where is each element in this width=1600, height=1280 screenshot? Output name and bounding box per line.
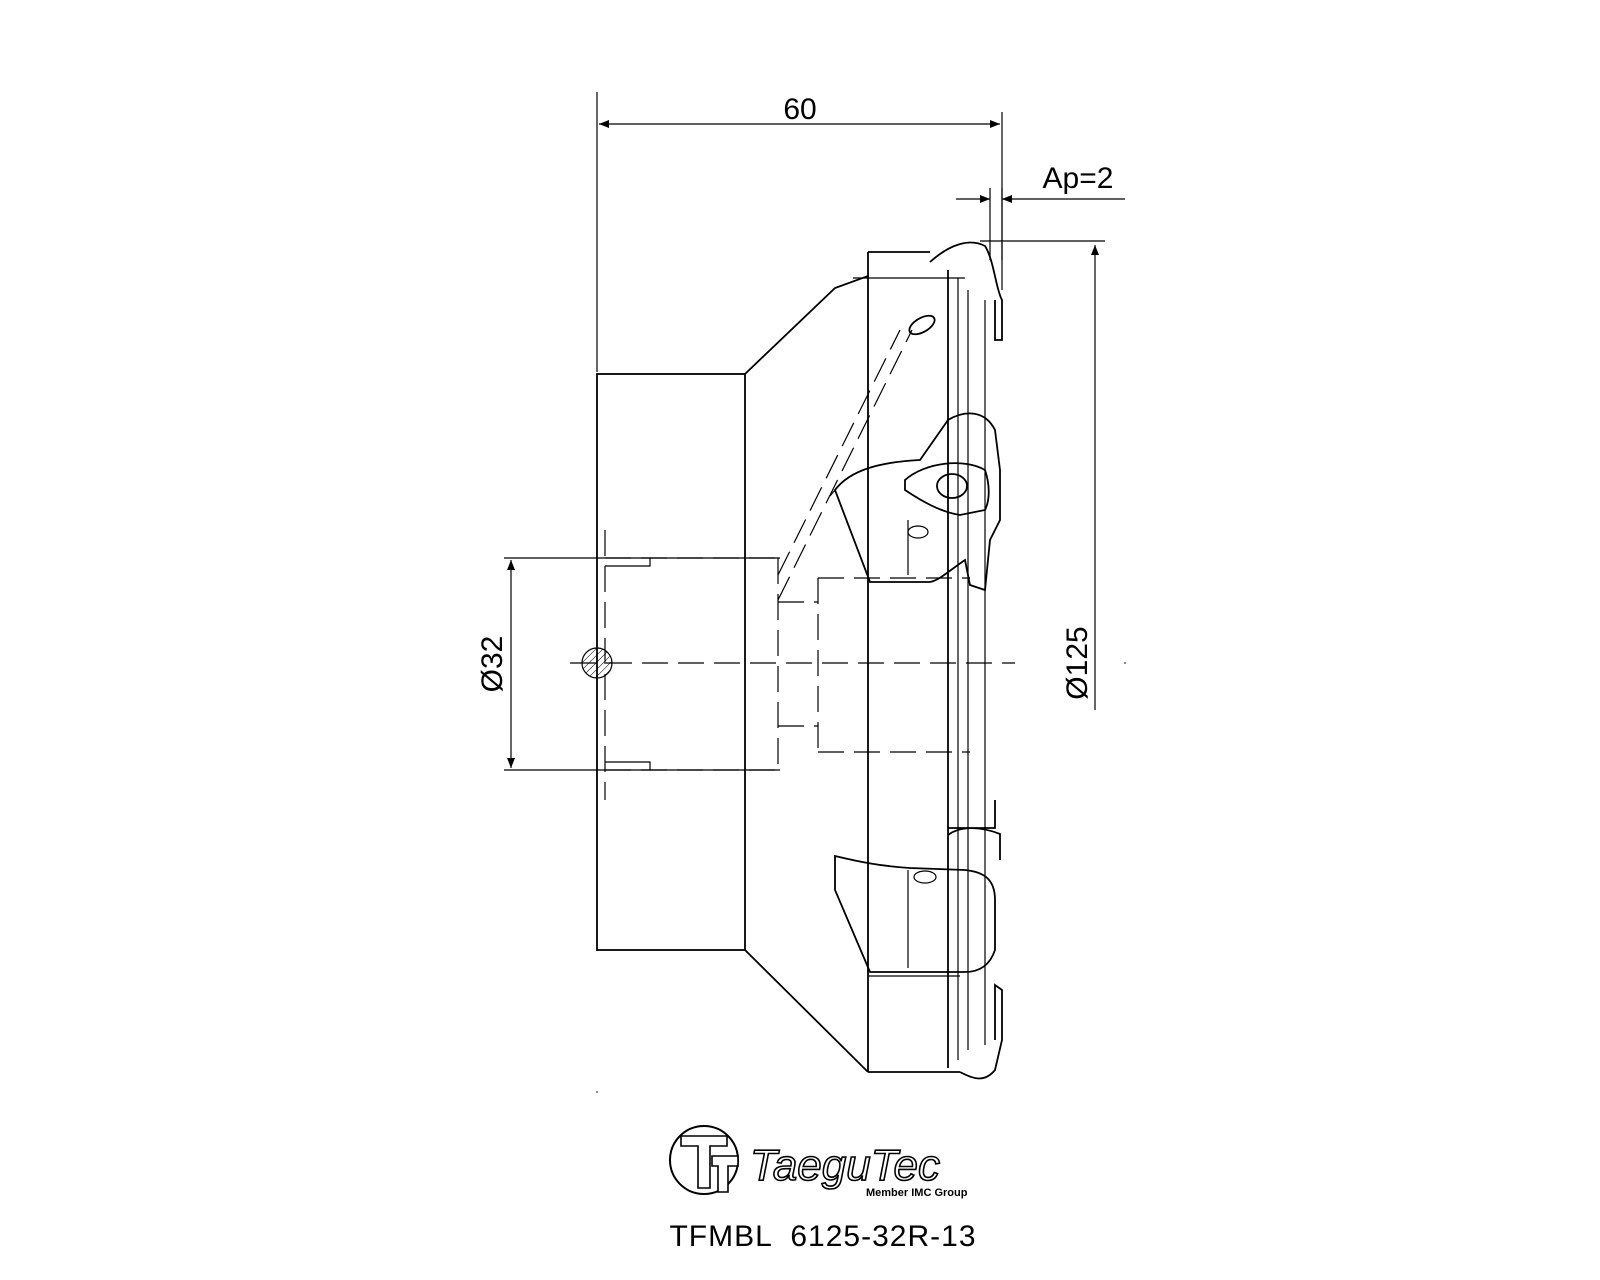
dimension-length: 60 xyxy=(596,92,1003,372)
pocket-tip-upper xyxy=(829,489,836,497)
shank xyxy=(596,373,746,951)
logo-t-mark-2 xyxy=(711,1155,739,1193)
body-taper-bottom xyxy=(744,949,869,1073)
dim-ap-label: Ap=2 xyxy=(1043,162,1114,195)
dim-length-label: 60 xyxy=(783,93,816,126)
insert-screw-upper xyxy=(936,473,968,499)
logo-t-mark xyxy=(680,1135,728,1189)
cutter-body xyxy=(581,241,1003,1080)
taegutec-logo: TaeguTec Member IMC Group xyxy=(669,1125,968,1199)
coolant-outlet xyxy=(908,314,936,336)
screw-head-upper xyxy=(907,525,929,539)
insert-bottom xyxy=(959,983,1003,1080)
insert-seat-mid xyxy=(947,800,1001,860)
dim-o32-label: Ø32 xyxy=(476,636,509,693)
dim-o125-label: Ø125 xyxy=(1061,626,1094,699)
brand-name: TaeguTec xyxy=(750,1141,940,1190)
bore-key-top xyxy=(605,558,651,567)
sheet-mark xyxy=(596,1091,598,1093)
part-number: TFMBL 6125-32R-13 xyxy=(669,1220,976,1253)
pocket-upper xyxy=(833,412,1001,592)
dimension-depth-of-cut: Ap=2 xyxy=(956,162,1125,260)
brand-tagline: Member IMC Group xyxy=(866,1187,968,1199)
bore-key-bottom xyxy=(605,761,651,770)
insert-upper xyxy=(904,462,990,516)
insert-top xyxy=(929,241,1003,341)
coolant-channel-upper xyxy=(777,329,901,576)
pocket-lower xyxy=(834,854,996,973)
coolant-channel-lower xyxy=(777,329,913,601)
reference-dot xyxy=(1124,662,1126,664)
dimension-bore-diameter: Ø32 xyxy=(476,557,780,771)
dimension-cutter-diameter: Ø125 xyxy=(980,240,1126,710)
screw-head-lower xyxy=(913,870,937,884)
drive-hole-section xyxy=(581,647,613,679)
body-taper-top xyxy=(744,274,869,1072)
